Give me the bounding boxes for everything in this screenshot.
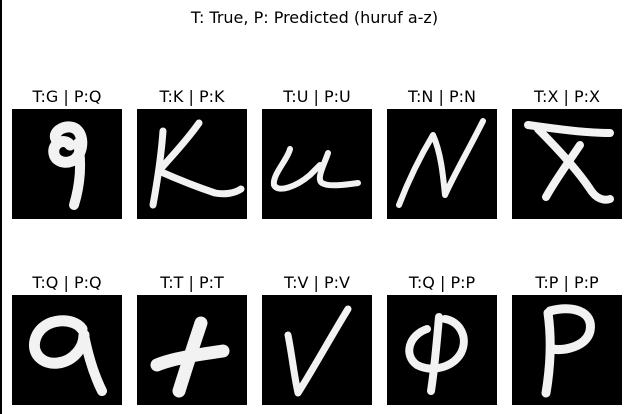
sample-image [12, 109, 122, 219]
figure-title: T: True, P: Predicted (huruf a-z) [190, 8, 439, 27]
sample-image [137, 295, 247, 405]
sample-image [262, 109, 372, 219]
sample-label: T:Q | P:P [408, 273, 476, 292]
sample-label: T:T | P:T [160, 273, 224, 292]
handwritten-t-icon [150, 316, 230, 398]
handwritten-u-icon [270, 146, 361, 192]
sample-image [387, 109, 497, 219]
sample-label: T:U | P:U [283, 87, 351, 106]
handwritten-q-icon [405, 313, 468, 395]
frame-border [0, 0, 2, 414]
sample-label: T:Q | P:Q [32, 273, 102, 292]
handwritten-n-icon [396, 118, 486, 208]
sample-label: T:N | P:N [408, 87, 476, 106]
handwritten-q-icon [29, 315, 107, 396]
sample-image [387, 295, 497, 405]
sample-label: T:P | P:P [535, 273, 599, 292]
sample-image [12, 295, 122, 405]
handwritten-g-icon [48, 121, 88, 210]
sample-image [512, 295, 622, 405]
handwritten-v-icon [284, 305, 352, 397]
sample-image [262, 295, 372, 405]
sample-label: T:G | P:Q [32, 87, 102, 106]
sample-label: T:K | P:K [159, 87, 225, 106]
sample-label: T:V | P:V [284, 273, 350, 292]
sample-label: T:X | P:X [534, 87, 600, 106]
handwritten-p-icon [541, 304, 595, 398]
handwritten-k-icon [149, 119, 245, 209]
sample-image [137, 109, 247, 219]
handwritten-x-icon [524, 121, 614, 204]
sample-image [512, 109, 622, 219]
